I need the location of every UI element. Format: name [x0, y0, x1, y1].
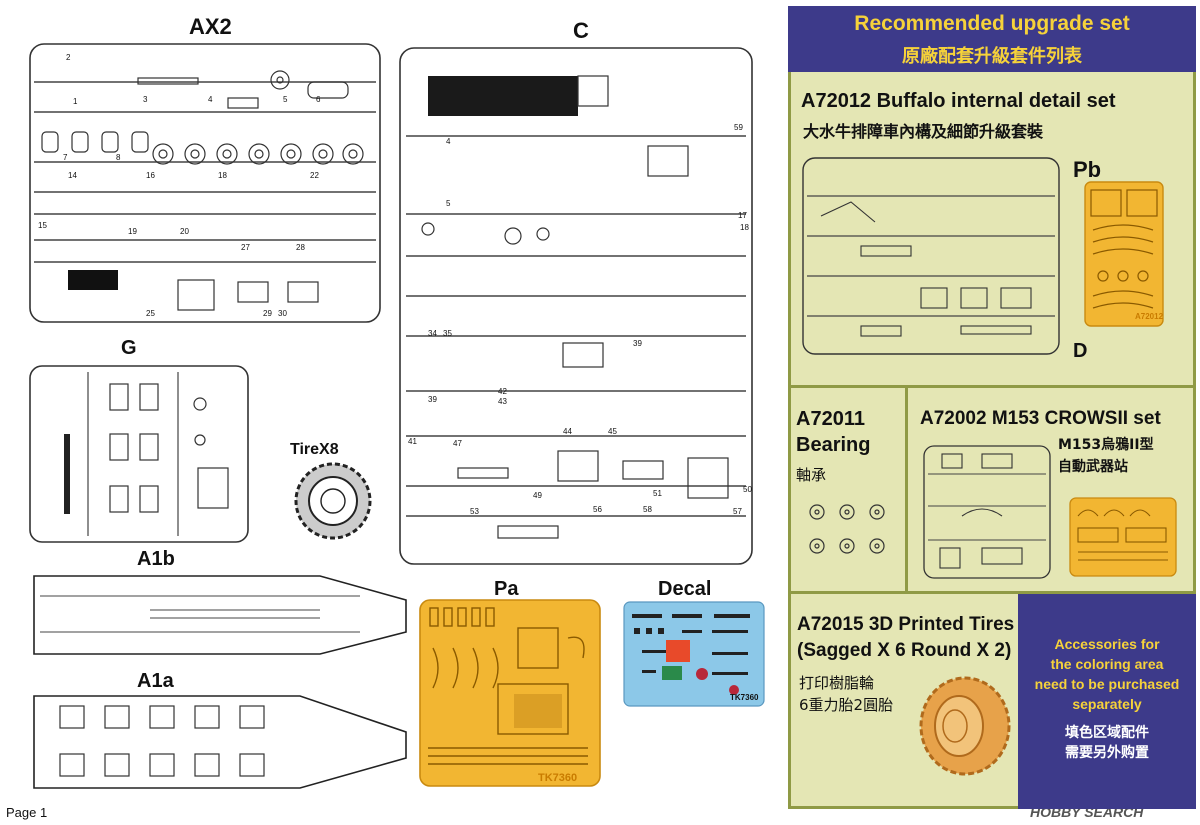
hull-part-a1a: [33, 695, 407, 789]
acc-line-3: need to be purchased: [1034, 676, 1180, 692]
resin-tire-icon: [919, 676, 1011, 776]
pa-code-label: TK7360: [538, 772, 578, 784]
svg-text:2: 2: [66, 53, 71, 62]
svg-text:45: 45: [608, 427, 617, 436]
svg-text:51: 51: [653, 489, 662, 498]
svg-text:4: 4: [446, 137, 451, 146]
bearing-title: Bearing: [796, 434, 871, 456]
crows-subtitle-2: 自動武器站: [1058, 459, 1128, 475]
sprue-label-tire: TireX8: [290, 441, 339, 458]
svg-text:34: 34: [428, 329, 437, 338]
bearing-subtitle: 軸承: [796, 466, 827, 484]
sprue-label-a1b: A1b: [137, 548, 175, 570]
sprue-d: [802, 157, 1060, 355]
acc-line-2: the coloring area: [1050, 656, 1164, 672]
crows-subtitle-1: M153烏鴉II型: [1058, 437, 1154, 453]
svg-text:56: 56: [593, 505, 602, 514]
svg-text:6: 6: [316, 95, 321, 104]
pb-label: Pb: [1073, 157, 1102, 182]
svg-text:58: 58: [643, 505, 652, 514]
svg-text:15: 15: [38, 221, 47, 230]
buffalo-panel: A72012 Buffalo internal detail set 大水牛排障…: [788, 72, 1196, 388]
upgrade-header: Recommended upgrade set 原廠配套升級套件列表: [788, 6, 1196, 72]
decal-sheet: [623, 601, 765, 707]
svg-text:4: 4: [208, 95, 213, 104]
crows-panel: A72002 M153 CROWSII set M153烏鴉II型 自動武器站: [908, 388, 1196, 594]
photo-etch-pb: [1084, 181, 1164, 327]
svg-text:16: 16: [146, 171, 155, 180]
page-number: Page 1: [6, 805, 48, 820]
svg-text:14: 14: [68, 171, 77, 180]
hull-part-a1b: [33, 575, 407, 655]
sprue-ax2: 2 3 4 5 6 1 7 8 14 16 18 22 19 20 15 27 28 25 29 30: [29, 43, 381, 323]
svg-text:19: 19: [128, 227, 137, 236]
svg-text:22: 22: [310, 171, 319, 180]
svg-text:50: 50: [743, 485, 752, 494]
svg-text:18: 18: [218, 171, 227, 180]
sprue-g: [29, 365, 249, 543]
upgrade-header-subtitle: 原廠配套升級套件列表: [902, 46, 1082, 67]
svg-text:17: 17: [738, 211, 747, 220]
svg-text:5: 5: [446, 199, 451, 208]
svg-text:42: 42: [498, 387, 507, 396]
svg-text:7: 7: [63, 153, 68, 162]
photo-etch-crows: [1069, 497, 1177, 577]
buffalo-subtitle: 大水牛排障車內構及細節升級套裝: [803, 122, 1044, 141]
decal-code-label: TK7360: [730, 693, 759, 702]
svg-text:39: 39: [633, 339, 642, 348]
tires-panel: A72015 3D Printed Tires (Sagged X 6 Roun…: [788, 594, 1018, 809]
tires-title-1: A72015 3D Printed Tires: [797, 614, 1015, 635]
acc-cn-line-2: 需要另外购置: [1065, 745, 1149, 761]
accessories-note: Accessories for the coloring area need t…: [1018, 594, 1196, 809]
svg-text:47: 47: [453, 439, 462, 448]
sprue-label-ax2: AX2: [189, 14, 232, 39]
svg-text:43: 43: [498, 397, 507, 406]
svg-text:49: 49: [533, 491, 542, 500]
svg-text:18: 18: [740, 223, 749, 232]
sprue-label-c: C: [573, 18, 589, 43]
tires-subtitle-1: 打印樹脂輪: [799, 674, 875, 692]
svg-text:8: 8: [116, 153, 121, 162]
acc-line-4: separately: [1072, 696, 1142, 712]
acc-line-1: Accessories for: [1054, 636, 1160, 652]
svg-text:3: 3: [143, 95, 148, 104]
svg-text:41: 41: [408, 437, 417, 446]
crows-title: A72002 M153 CROWSII set: [920, 408, 1161, 429]
pb-code-label: A72012: [1135, 312, 1164, 321]
svg-text:59: 59: [734, 123, 743, 132]
svg-text:29: 29: [263, 309, 272, 318]
photo-etch-pa: [419, 599, 601, 787]
svg-text:53: 53: [470, 507, 479, 516]
svg-text:44: 44: [563, 427, 572, 436]
svg-text:5: 5: [283, 95, 288, 104]
svg-text:27: 27: [241, 243, 250, 252]
acc-cn-line-1: 填色区域配件: [1065, 725, 1149, 741]
svg-text:39: 39: [428, 395, 437, 404]
tires-title-2: (Sagged X 6 Round X 2): [797, 640, 1012, 661]
d-label: D: [1073, 340, 1088, 362]
sprue-label-pa: Pa: [494, 578, 519, 600]
svg-text:28: 28: [296, 243, 305, 252]
sprue-crows: [923, 445, 1051, 579]
svg-text:35: 35: [443, 329, 452, 338]
buffalo-title: A72012 Buffalo internal detail set: [801, 90, 1116, 112]
svg-text:25: 25: [146, 309, 155, 318]
svg-text:20: 20: [180, 227, 189, 236]
sprue-label-decal: Decal: [658, 578, 712, 600]
tires-subtitle-2: 6重力胎2圓胎: [799, 696, 894, 714]
bearing-code: A72011: [796, 408, 865, 430]
svg-text:30: 30: [278, 309, 287, 318]
tire-icon: [294, 462, 372, 540]
upgrade-header-title: Recommended upgrade set: [854, 12, 1130, 35]
svg-text:57: 57: [733, 507, 742, 516]
sprue-label-g: G: [121, 337, 137, 359]
svg-text:1: 1: [73, 97, 78, 106]
bearing-panel: A72011 Bearing 軸承: [788, 388, 908, 594]
bearing-icon: [809, 504, 885, 554]
sprue-label-a1a: A1a: [137, 670, 174, 692]
